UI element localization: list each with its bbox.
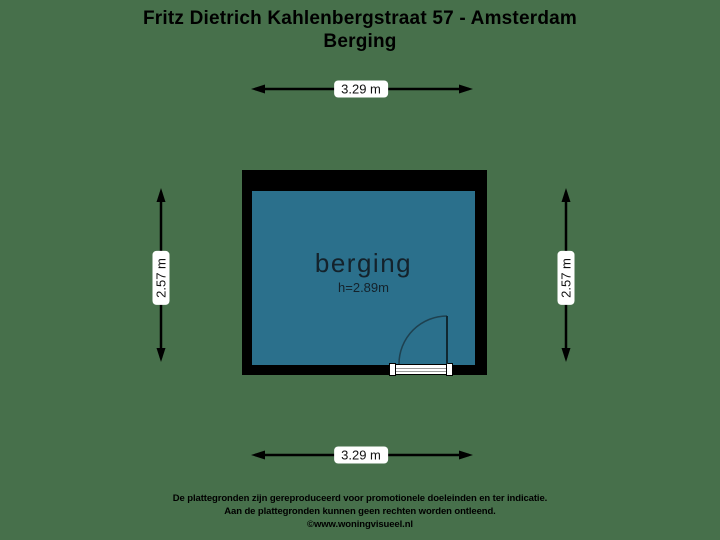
door-sill-cap-right [446, 363, 453, 376]
dimension-label-top: 3.29 m [334, 80, 388, 98]
dimension-label-bottom: 3.29 m [334, 446, 388, 464]
room-berging [252, 191, 475, 365]
room-name-label: berging [314, 248, 413, 278]
disclaimer-line3: ©www.woningvisueel.nl [307, 519, 413, 530]
door-sill-line [391, 371, 451, 372]
room-height-label: h=2.89m [338, 280, 389, 295]
page-title-line2: Berging [323, 31, 397, 52]
page-title-line1: Fritz Dietrich Kahlenbergstraat 57 - Ams… [142, 8, 577, 29]
page-title: Fritz Dietrich Kahlenbergstraat 57 - Ams… [0, 7, 720, 53]
disclaimer-line1: De plattegronden zijn gereproduceerd voo… [172, 493, 548, 504]
disclaimer-line2: Aan de plattegronden kunnen geen rechten… [224, 506, 496, 517]
room-label-block: berging h=2.89m [252, 249, 475, 296]
dimension-label-right: 2.57 m [557, 251, 575, 305]
door-swing [398, 315, 448, 365]
door-sill-line [391, 368, 451, 369]
dimension-label-left: 2.57 m [152, 251, 170, 305]
disclaimer: De plattegronden zijn gereproduceerd voo… [0, 492, 720, 531]
door-sill-cap-left [389, 363, 396, 376]
